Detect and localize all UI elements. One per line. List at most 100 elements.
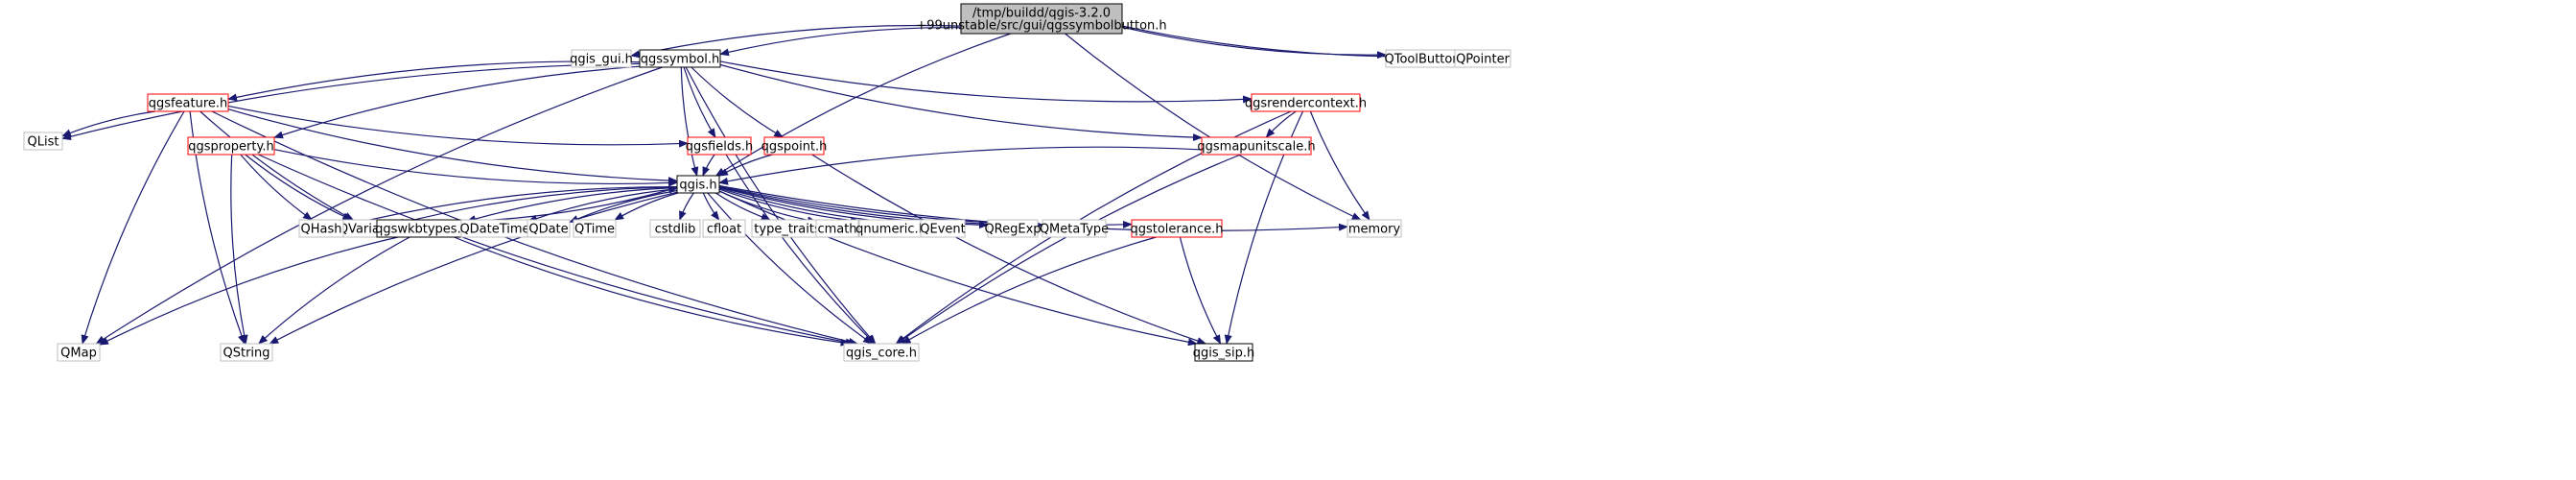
node-label-qlist: QList — [28, 135, 59, 150]
node-box-qgis_core — [843, 343, 920, 362]
node-qgsfields[interactable]: qgsfields.h — [686, 136, 753, 156]
node-memory: memory — [1347, 219, 1402, 238]
node-qgsfeature[interactable]: qgsfeature.h — [147, 93, 229, 112]
node-cstdlib: cstdlib — [649, 219, 701, 238]
edge-qgssymbol-to-qmap — [95, 66, 663, 345]
node-box-memory — [1347, 219, 1402, 238]
node-qgis[interactable]: qgis.h — [676, 175, 720, 194]
node-label-qgssymbol: qgssymbol.h — [641, 53, 720, 67]
node-qgsproperty[interactable]: qgsproperty.h — [187, 136, 275, 156]
node-label-qgsrendercontext: qgsrendercontext.h — [1245, 97, 1367, 111]
node-qmap: QMap — [57, 343, 101, 362]
node-label-qmetatype: QMetaType — [1040, 223, 1109, 237]
node-box-qhash — [298, 219, 344, 238]
node-box-qgis_gui — [571, 49, 632, 68]
node-box-qgsfields — [687, 136, 752, 156]
node-label-qgis_sip: qgis_sip.h — [1193, 347, 1254, 361]
edge-root-to-qgis_gui — [630, 24, 962, 59]
node-qgssymbol[interactable]: qgssymbol.h — [639, 49, 721, 68]
node-box-qlist — [23, 132, 63, 151]
edge-qgis-to-qtime — [614, 192, 679, 221]
node-qtime: QTime — [573, 219, 617, 238]
edge-qgswkbtypes-to-qmap — [99, 236, 399, 346]
node-qlist: QList — [23, 132, 63, 151]
node-cmath: cmath — [815, 219, 859, 238]
edge-qgsfeature-to-qgis_core — [211, 110, 858, 346]
node-box-cstdlib — [649, 219, 701, 238]
node-qpointer: QPointer — [1454, 49, 1511, 68]
node-label-qgswkbtypes: qgswkbtypes.h — [375, 223, 469, 237]
node-label-qpointer: QPointer — [1456, 53, 1510, 67]
edge-qgswkbtypes-to-qgis_core — [454, 236, 851, 347]
edge-qgstolerance-to-qgis_core — [901, 236, 1157, 345]
edge-qgssymbol-to-qgspoint — [691, 66, 785, 138]
edge-qgstolerance-to-qgis_sip — [1179, 236, 1222, 345]
node-qgstolerance[interactable]: qgstolerance.h — [1130, 219, 1224, 238]
edge-qgis-to-qnumeric — [718, 188, 860, 225]
node-qgswkbtypes[interactable]: qgswkbtypes.h — [375, 219, 469, 238]
node-label-type_traits: type_traits — [754, 223, 821, 237]
node-box-qgspoint — [763, 136, 825, 156]
node-label-qnumeric: qnumeric.h — [855, 223, 926, 237]
node-label-root: +99unstable/src/gui/qgssymbolbutton.h — [916, 19, 1166, 34]
edge-qgsfields-to-qgis_core — [725, 154, 876, 345]
edge-qgsfeature-to-qgsfields — [227, 105, 689, 148]
node-qgspoint[interactable]: qgspoint.h — [761, 136, 828, 156]
node-qnumeric: qnumeric.h — [855, 219, 926, 238]
node-layer: /tmp/buildd/qgis-3.2.0+99unstable/src/gu… — [23, 3, 1511, 362]
edge-root-to-qgis — [714, 33, 1012, 177]
node-box-qgsfeature — [147, 93, 229, 112]
edge-qgssymbol-to-qgsmapunitscale — [719, 63, 1203, 142]
edge-qgis-to-cfloat — [702, 192, 720, 221]
edge-qgssymbol-to-qgis — [680, 66, 699, 177]
node-qhash: QHash — [298, 219, 344, 238]
node-label-qhash: QHash — [301, 223, 342, 237]
node-box-qregexp — [987, 219, 1039, 238]
edge-qgsmapunitscale-to-qgis — [718, 146, 1203, 185]
node-box-qgssymbol — [639, 49, 721, 68]
node-box-cfloat — [702, 219, 746, 238]
node-root[interactable]: /tmp/buildd/qgis-3.2.0+99unstable/src/gu… — [916, 3, 1167, 35]
node-label-qgis_core: qgis_core.h — [846, 347, 917, 361]
node-type_traits: type_traits — [751, 219, 824, 238]
edge-qgsproperty-to-qstring — [230, 154, 248, 345]
node-label-qgsfields: qgsfields.h — [686, 140, 753, 155]
node-qgsrendercontext[interactable]: qgsrendercontext.h — [1245, 93, 1367, 112]
node-box-qpointer — [1454, 49, 1511, 68]
node-qgsmapunitscale[interactable]: qgsmapunitscale.h — [1197, 136, 1316, 156]
edge-qgis-to-type_traits — [714, 192, 771, 221]
node-label-qdate: QDate — [528, 223, 568, 237]
edge-qgsfeature-to-qgis — [227, 108, 678, 185]
edge-qgsfields-to-qgis — [702, 154, 715, 177]
node-label-cmath: cmath — [817, 223, 856, 237]
node-qgis_core: qgis_core.h — [843, 343, 920, 362]
edge-qgsproperty-to-qvariant — [245, 154, 353, 221]
edge-qgsmapunitscale-to-qgis_core — [896, 154, 1241, 345]
node-qgis_sip[interactable]: qgis_sip.h — [1193, 343, 1254, 362]
node-label-qgsmapunitscale: qgsmapunitscale.h — [1197, 140, 1315, 155]
edge-qgsproperty-to-qgis_core — [258, 154, 855, 347]
node-label-cstdlib: cstdlib — [655, 223, 696, 237]
node-box-root — [960, 3, 1123, 35]
node-label-qtime: QTime — [574, 223, 615, 237]
node-box-qgis_sip — [1194, 343, 1253, 362]
node-box-cmath — [815, 219, 859, 238]
edge-qgspoint-to-qgis — [718, 154, 773, 177]
edge-qgsrendercontext-to-qgsmapunitscale — [1265, 110, 1297, 138]
node-qmetatype: QMetaType — [1040, 219, 1109, 238]
edge-qgis-to-qstring — [269, 191, 678, 345]
edge-qgis-to-qgswkbtypes — [466, 186, 678, 223]
node-label-qregexp: QRegExp — [984, 223, 1041, 237]
edge-root-to-memory — [1065, 33, 1362, 221]
edge-qgsproperty-to-qhash — [240, 154, 313, 221]
edge-qgis-to-qvariant — [394, 186, 678, 227]
node-qstring: QString — [220, 343, 273, 362]
node-qevent: QEvent — [920, 219, 966, 238]
node-label-qdatetime: QDateTime — [459, 223, 529, 237]
edge-root-to-qgssymbol — [719, 27, 962, 57]
node-box-qgis — [676, 175, 720, 194]
edge-qgsrendercontext-to-memory — [1309, 110, 1370, 221]
edge-qgis-to-cstdlib — [679, 192, 694, 221]
node-label-memory: memory — [1348, 223, 1401, 237]
